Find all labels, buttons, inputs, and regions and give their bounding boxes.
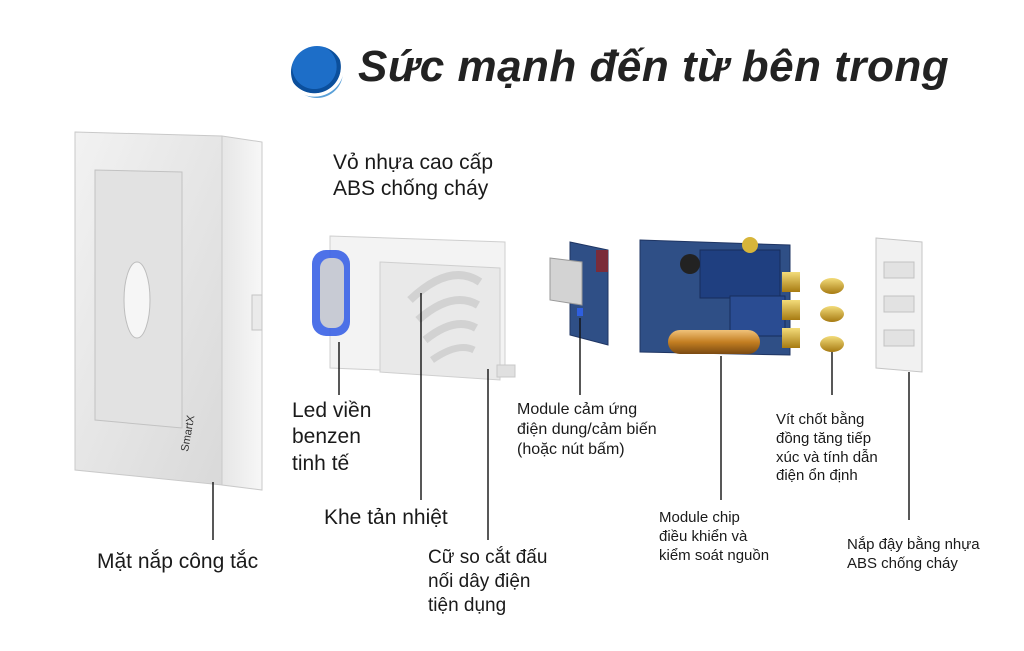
chip-module: [639, 237, 800, 356]
label-vent: Khe tản nhiệt: [324, 506, 448, 529]
screws: [820, 278, 844, 352]
cover-plate: [74, 131, 263, 491]
switch-body: [312, 235, 516, 381]
back-cover: [875, 237, 923, 373]
page-title: Sức mạnh đến từ bên trong: [358, 42, 950, 91]
label-cover: Mặt nắp công tắc: [97, 550, 259, 573]
title-bullet-icon: [291, 46, 343, 98]
leader-lines: [212, 293, 910, 540]
sensor-module: [549, 241, 609, 346]
